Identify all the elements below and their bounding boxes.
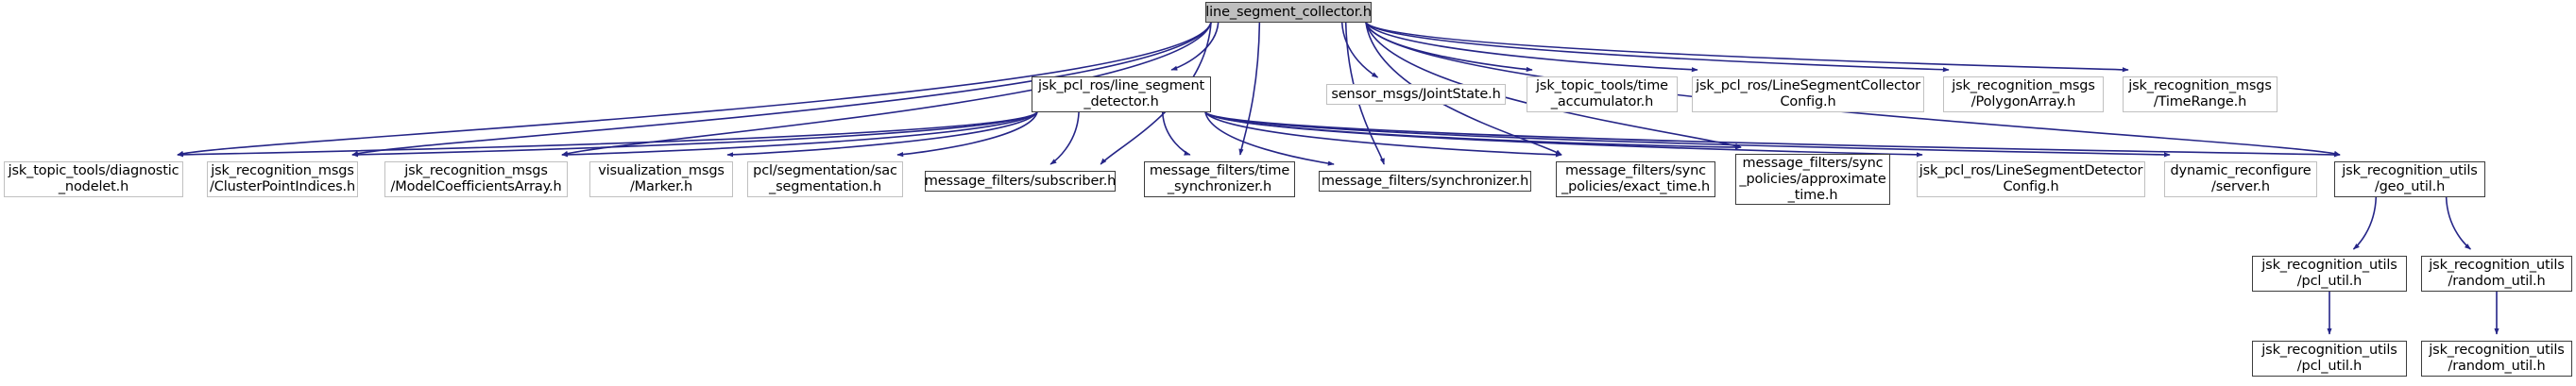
edge-lsd-to-diagnostic	[177, 111, 1038, 158]
graph-node-mfexact[interactable]: message_filters/sync _policies/exact_tim…	[1556, 161, 1715, 197]
edge-lsd-to-sacseg	[896, 111, 1038, 158]
graph-node-root[interactable]: line_segment_collector.h	[1205, 2, 1372, 23]
edge-lsd-to-mfsync	[1204, 111, 1335, 166]
graph-node-lsdcfg[interactable]: jsk_pcl_ros/LineSegmentDetector Config.h	[1917, 161, 2145, 197]
edge-lsd-to-geoutil	[1204, 111, 2341, 158]
edge-geoutil-to-randutil1	[2445, 196, 2472, 250]
edge-root-to-jointstate	[1340, 22, 1379, 78]
edge-lsd-to-marker	[726, 111, 1038, 158]
graph-node-sacseg[interactable]: pcl/segmentation/sac _segmentation.h	[747, 161, 903, 197]
edge-lsd-to-lsdcfg	[1204, 111, 1923, 158]
edge-lsd-to-mfsub	[1049, 111, 1080, 165]
graph-node-modelcoef[interactable]: jsk_recognition_msgs /ModelCoefficientsA…	[384, 161, 568, 197]
graph-node-polygonarray[interactable]: jsk_recognition_msgs /PolygonArray.h	[1943, 76, 2104, 112]
edge-root-to-timeacc	[1365, 22, 1533, 73]
graph-node-clusterpoint[interactable]: jsk_recognition_msgs /ClusterPointIndice…	[207, 161, 358, 197]
graph-node-dynrecfg[interactable]: dynamic_reconfigure /server.h	[2164, 161, 2317, 197]
graph-node-pclutil2[interactable]: jsk_recognition_utils /pcl_util.h	[2252, 341, 2407, 377]
graph-node-timeacc[interactable]: jsk_topic_tools/time _accumulator.h	[1527, 76, 1678, 112]
graph-node-lsccfg[interactable]: jsk_pcl_ros/LineSegmentCollector Config.…	[1692, 76, 1924, 112]
graph-node-mfsync[interactable]: message_filters/synchronizer.h	[1319, 171, 1531, 192]
edge-root-to-lsd	[1170, 22, 1220, 71]
graph-node-jointstate[interactable]: sensor_msgs/JointState.h	[1326, 84, 1506, 105]
graph-node-diagnostic[interactable]: jsk_topic_tools/diagnostic _nodelet.h	[4, 161, 183, 197]
edge-lsd-to-modelcoef	[561, 111, 1038, 158]
graph-node-mfapprox[interactable]: message_filters/sync _policies/approxima…	[1735, 154, 1890, 205]
edge-lsd-to-dynrecfg	[1204, 111, 2171, 158]
edge-lsd-to-mfapprox	[1204, 111, 1742, 150]
graph-node-timerange[interactable]: jsk_recognition_msgs /TimeRange.h	[2123, 76, 2277, 112]
edge-lsd-to-mfexact	[1204, 111, 1562, 158]
graph-node-lsd[interactable]: jsk_pcl_ros/line_segment _detector.h	[1032, 76, 1211, 112]
graph-node-randutil1[interactable]: jsk_recognition_utils /random_util.h	[2421, 256, 2572, 292]
edge-lsd-to-clusterpoint	[351, 111, 1038, 158]
edge-lsd-to-mftimesync	[1161, 111, 1191, 156]
graph-node-geoutil[interactable]: jsk_recognition_utils /geo_util.h	[2334, 161, 2485, 197]
edge-geoutil-to-pclutil1	[2352, 196, 2378, 250]
edge-root-to-lsccfg	[1365, 22, 1698, 73]
edge-root-to-polygonarray	[1365, 22, 1950, 73]
graph-node-marker[interactable]: visualization_msgs /Marker.h	[589, 161, 733, 197]
graph-node-randutil2[interactable]: jsk_recognition_utils /random_util.h	[2421, 341, 2572, 377]
edge-root-to-timerange	[1365, 22, 2129, 73]
graph-node-mfsub[interactable]: message_filters/subscriber.h	[925, 171, 1116, 192]
graph-node-mftimesync[interactable]: message_filters/time _synchronizer.h	[1144, 161, 1295, 197]
edge-root-to-mftimesync	[1238, 22, 1261, 156]
graph-node-pclutil1[interactable]: jsk_recognition_utils /pcl_util.h	[2252, 256, 2407, 292]
